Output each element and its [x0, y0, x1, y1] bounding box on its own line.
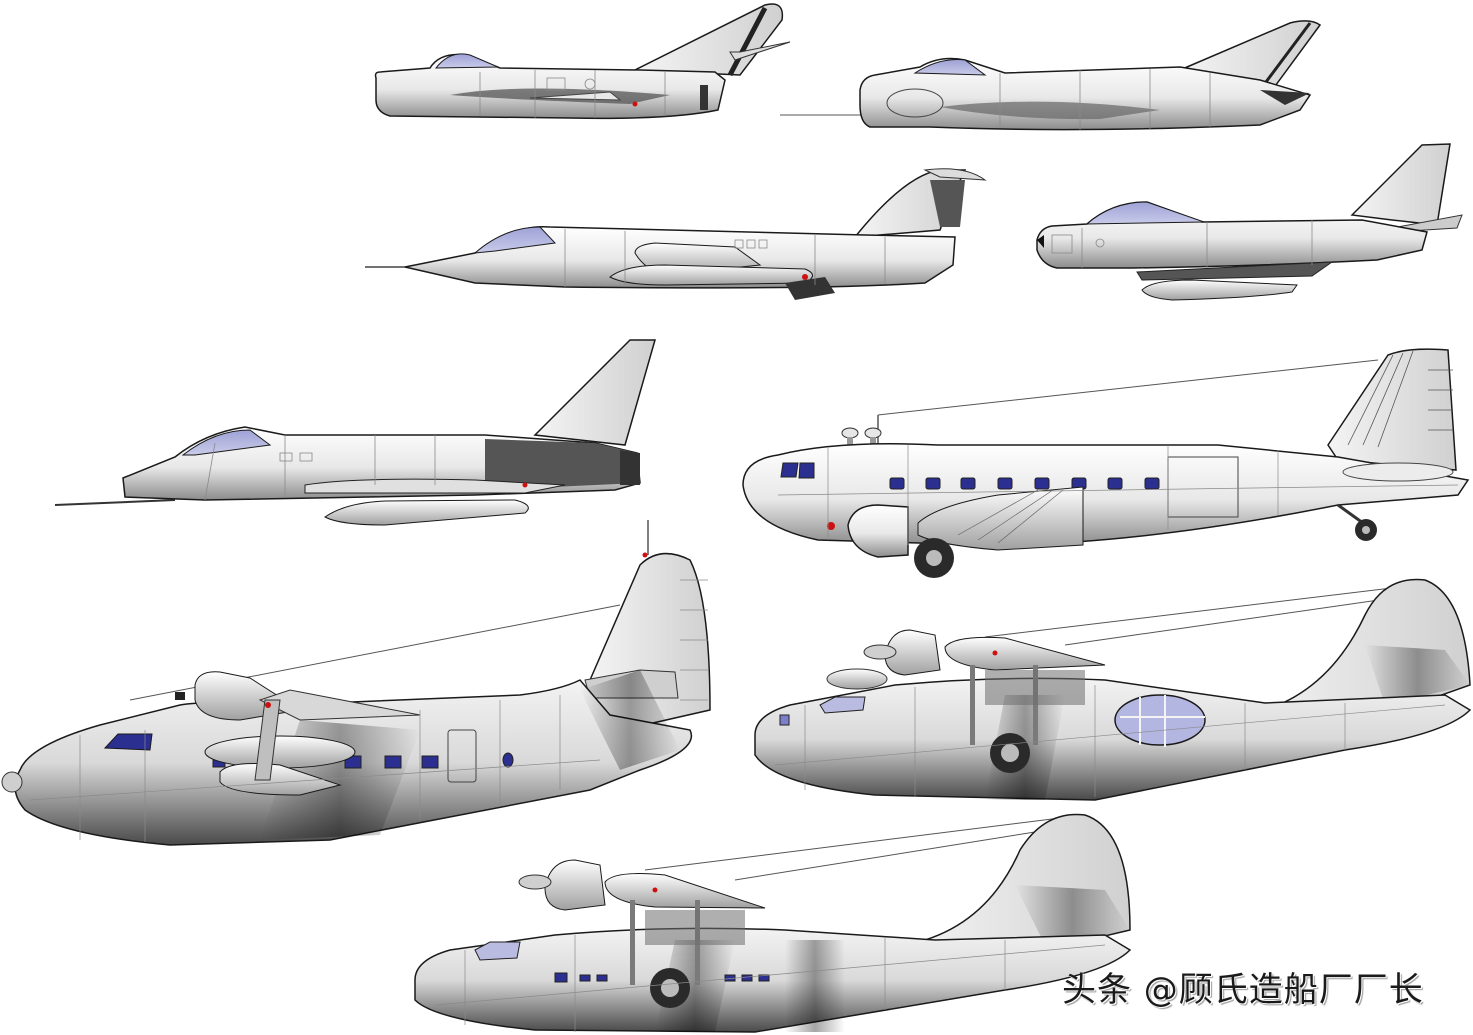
aircraft-jet-1: [370, 0, 800, 125]
watermark-text: 头条 @顾氏造船厂厂长: [1062, 970, 1424, 1010]
aircraft-amphibian-1: [0, 520, 720, 850]
aircraft-jet-5: [54, 335, 660, 530]
parasol-wing-flying-boat-icon: [754, 578, 1472, 801]
swept-wing-jet-fighter-icon: [374, 3, 791, 120]
twin-engine-transport-icon: [742, 348, 1470, 578]
aircraft-flyingboat-1: [745, 575, 1473, 805]
aircraft-jet-4: [1032, 140, 1472, 305]
amphibian-flying-boat-icon: [1, 520, 711, 846]
aircraft-jet-2: [780, 15, 1322, 135]
supersonic-fighter-bomber-icon: [54, 339, 656, 526]
aircraft-flyingboat-2: [405, 810, 1135, 1035]
aircraft-transport-1: [738, 345, 1473, 580]
parasol-wing-flying-boat-icon: [414, 813, 1132, 1033]
swept-wing-jet-fighter-icon: [780, 20, 1322, 131]
aircraft-jet-3: [365, 165, 990, 300]
needle-nose-interceptor-icon: [365, 168, 987, 300]
swept-wing-jet-fighter-icon: [1036, 143, 1463, 301]
